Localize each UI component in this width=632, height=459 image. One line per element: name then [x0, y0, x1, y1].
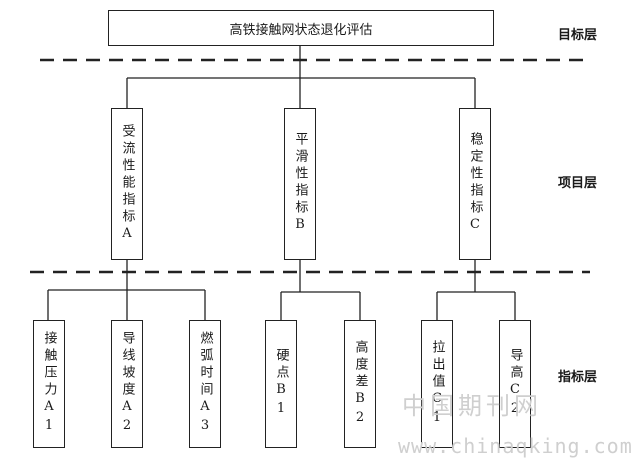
- indicator-label-C2: 导高C2: [507, 348, 523, 420]
- indicator-box-C2: 导高C2: [499, 320, 531, 448]
- indicator-box-A1: 接触压力A1: [33, 320, 65, 448]
- project-box-A: 受流性能指标A: [111, 108, 143, 260]
- indicator-label-B2: 高度差B2: [352, 339, 368, 429]
- project-label-A: 受流性能指标A: [119, 123, 135, 245]
- indicator-box-A3: 燃弧时间A3: [189, 320, 221, 448]
- indicator-label-A2: 导线坡度A2: [119, 331, 135, 437]
- project-box-B: 平滑性指标B: [284, 108, 316, 260]
- watermark-en: www.chinaqking.com: [398, 434, 632, 458]
- project-box-C: 稳定性指标C: [459, 108, 491, 260]
- indicator-label-A3: 燃弧时间A3: [197, 331, 213, 437]
- goal-label: 高铁接触网状态退化评估: [229, 22, 373, 38]
- indicator-box-B2: 高度差B2: [344, 320, 376, 448]
- indicator-label-A1: 接触压力A1: [41, 331, 57, 437]
- project-label-B: 平滑性指标B: [292, 132, 308, 236]
- project-label-C: 稳定性指标C: [467, 132, 483, 236]
- indicator-box-B1: 硬点B1: [265, 320, 297, 448]
- indicator-box-C1: 拉出值C1: [421, 320, 453, 448]
- layer-label-project: 项目层: [558, 176, 598, 191]
- indicator-box-A2: 导线坡度A2: [111, 320, 143, 448]
- goal-box: 高铁接触网状态退化评估: [108, 10, 494, 46]
- indicator-label-B1: 硬点B1: [273, 348, 289, 420]
- layer-label-goal: 目标层: [558, 28, 598, 43]
- watermark-cn: 中国期刊网: [402, 392, 542, 420]
- layer-label-indicator: 指标层: [558, 370, 598, 385]
- indicator-label-C1: 拉出值C1: [429, 339, 445, 429]
